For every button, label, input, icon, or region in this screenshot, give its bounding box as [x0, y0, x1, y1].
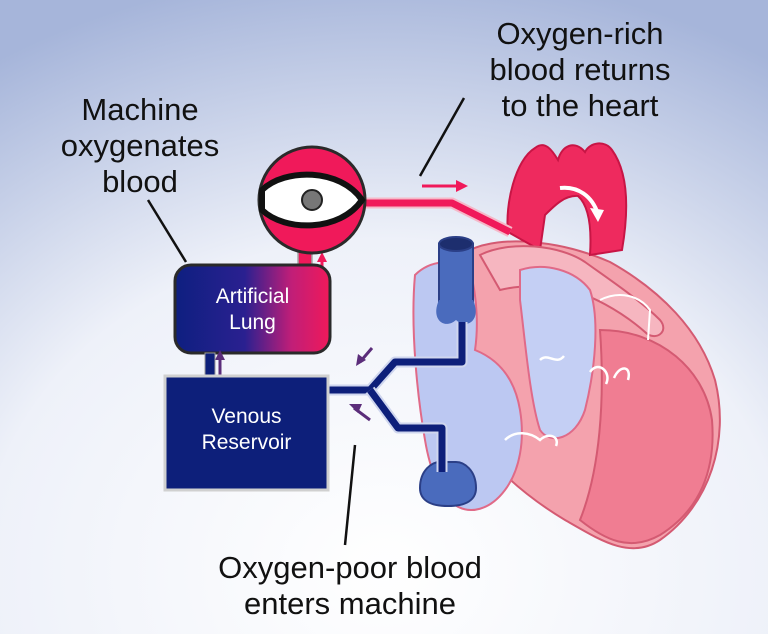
label-machine-oxygenates: Machine oxygenates blood — [60, 92, 220, 199]
leader-line — [418, 97, 466, 177]
label-oxygen-poor: Oxygen-poor blood enters machine — [218, 550, 482, 621]
ventricle-wall — [578, 328, 714, 545]
svc-opening — [438, 236, 474, 252]
leader-line — [146, 199, 188, 263]
vessel-outline — [599, 294, 652, 341]
artificial-lung — [173, 263, 332, 355]
arrow-head — [317, 252, 327, 262]
aortic-arch — [506, 142, 628, 257]
reservoir-box — [163, 374, 330, 492]
lung-box — [173, 263, 332, 355]
blood-pump — [257, 145, 367, 255]
valve-line — [539, 355, 565, 362]
arrow-head — [456, 180, 468, 192]
arrow-head — [590, 208, 604, 222]
valve-line — [588, 365, 631, 385]
venous-reservoir — [163, 374, 330, 492]
svc-tube — [438, 243, 474, 305]
inferior-vena-cava — [418, 461, 478, 508]
right-ventricle — [519, 266, 597, 440]
artificial-lung-label: Artificial Lung — [215, 285, 290, 334]
svc-base — [436, 300, 476, 324]
label-oxygen-rich: Oxygen-rich blood returns to the heart — [489, 16, 671, 123]
venous-tubing — [328, 322, 468, 472]
superior-vena-cava — [436, 236, 476, 324]
arrow-head — [356, 354, 366, 366]
ivc-body — [418, 461, 478, 508]
valve-line — [504, 432, 559, 447]
leader-line — [343, 444, 357, 546]
arrow-head — [349, 404, 362, 413]
pump-hub — [301, 189, 323, 211]
venous-reservoir-label: Venous Reservoir — [201, 405, 292, 454]
arrow-head — [215, 350, 225, 360]
